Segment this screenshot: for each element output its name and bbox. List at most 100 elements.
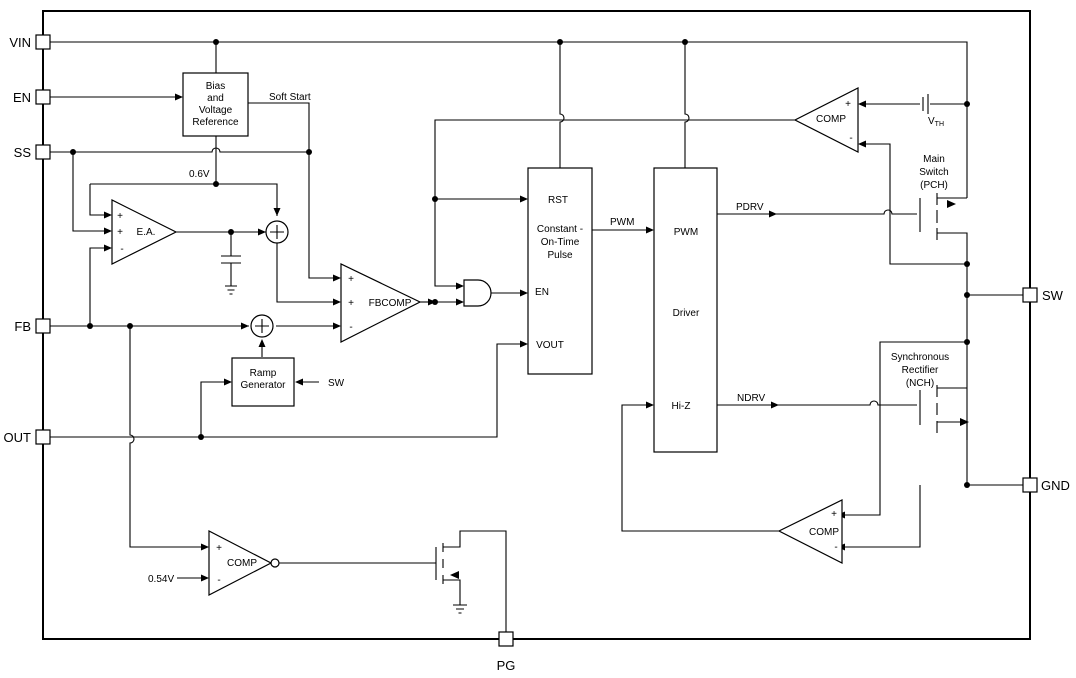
ndrv-label: NDRV bbox=[737, 393, 765, 404]
pin-en-label: EN bbox=[13, 90, 31, 105]
junctions bbox=[70, 39, 970, 488]
fbcomp-plus-2: + bbox=[348, 298, 354, 309]
pin-fb-label: FB bbox=[14, 319, 31, 334]
cot-label-2: On-Time bbox=[541, 237, 580, 248]
vref-bus bbox=[90, 183, 278, 216]
pin-gnd-label: GND bbox=[1041, 478, 1070, 493]
vref-to-ea-plus bbox=[89, 184, 104, 216]
cot-label-1: Constant - bbox=[537, 224, 583, 235]
sync-rect-label-1: Synchronous bbox=[891, 352, 949, 363]
pg-fet-source bbox=[443, 579, 461, 605]
summer1-to-fbcomp bbox=[276, 243, 333, 303]
fbcomp-comparator: + + - FBCOMP bbox=[340, 263, 422, 343]
pin-fb: FB bbox=[14, 318, 51, 334]
soft-start-wire bbox=[248, 102, 333, 279]
vin-rail bbox=[50, 41, 968, 198]
and-gate bbox=[463, 279, 492, 307]
pmos-drain-sw-node bbox=[937, 232, 968, 440]
fb-to-pg-comp bbox=[129, 326, 201, 548]
summing-node-1-plus-icon bbox=[270, 225, 284, 239]
out-to-ramp bbox=[200, 381, 224, 437]
pin-out: OUT bbox=[4, 429, 51, 445]
pg-comp-minus: - bbox=[217, 575, 220, 586]
comp-top-plus: + bbox=[845, 99, 851, 110]
pin-vin: VIN bbox=[9, 34, 51, 50]
ea-cap-gnd bbox=[225, 285, 237, 295]
pin-vin-label: VIN bbox=[9, 35, 31, 50]
out-wire bbox=[50, 343, 520, 438]
cot-rst-label: RST bbox=[548, 195, 568, 206]
pg-comp-label: COMP bbox=[227, 558, 257, 569]
pdrv-label: PDRV bbox=[736, 202, 764, 213]
gnd-to-comp-bottom-minus bbox=[845, 485, 921, 548]
ea-label: E.A. bbox=[137, 227, 156, 238]
pin-pg-label: PG bbox=[497, 658, 516, 673]
ss-to-ea bbox=[72, 152, 104, 232]
vin-to-cot bbox=[559, 42, 565, 168]
ea-minus: - bbox=[120, 244, 123, 255]
pin-sw: SW bbox=[1022, 287, 1064, 303]
signal-labels: Soft Start 0.6V SW PWM PDRV NDRV VTH Mai… bbox=[148, 92, 949, 585]
pin-en: EN bbox=[13, 89, 51, 105]
vth-source bbox=[922, 94, 929, 114]
bias-label-1: Bias bbox=[206, 81, 225, 92]
ea-plus-2: + bbox=[117, 227, 123, 238]
ramp-label-1: Ramp bbox=[250, 368, 277, 379]
cot-en-label: EN bbox=[535, 287, 549, 298]
soft-start-label: Soft Start bbox=[269, 92, 311, 103]
summing-node-2 bbox=[250, 314, 274, 338]
sw-to-comp-top-minus bbox=[866, 143, 967, 265]
fbcomp-label: FBCOMP bbox=[369, 298, 412, 309]
pin-pg: PG bbox=[497, 631, 516, 673]
comp-top-minus: - bbox=[849, 133, 852, 144]
bias-label-2: and bbox=[207, 93, 224, 104]
comp-bottom-to-hiz bbox=[621, 404, 779, 532]
pwm-signal-label: PWM bbox=[610, 217, 634, 228]
pdrv-wire bbox=[717, 209, 917, 215]
summing-node-1 bbox=[265, 220, 289, 244]
pg-comparator: + - COMP bbox=[208, 530, 280, 596]
ramp-sw-label: SW bbox=[328, 378, 345, 389]
driver-hiz-label: Hi-Z bbox=[672, 401, 691, 412]
driver-label: Driver bbox=[673, 308, 700, 319]
comp-top-comparator: + - COMP bbox=[793, 87, 859, 153]
ea-plus-1: + bbox=[117, 211, 123, 222]
cot-label-3: Pulse bbox=[547, 250, 572, 261]
cot-vout-label: VOUT bbox=[536, 340, 564, 351]
pin-gnd: GND bbox=[1022, 477, 1070, 493]
fbcomp-plus-1: + bbox=[348, 274, 354, 285]
vref-label: 0.6V bbox=[189, 169, 210, 180]
vth-label: VTH bbox=[928, 116, 944, 128]
ramp-label-2: Generator bbox=[240, 380, 286, 391]
pin-sw-label: SW bbox=[1042, 288, 1064, 303]
main-switch-label-1: Main bbox=[923, 154, 945, 165]
sync-rect-label-2: Rectifier bbox=[902, 365, 939, 376]
comp-bottom-label: COMP bbox=[809, 527, 839, 538]
error-amplifier: + + - E.A. bbox=[111, 199, 178, 265]
gate-driver-block: PWM Driver Hi-Z bbox=[653, 167, 718, 453]
pg-gnd bbox=[453, 604, 467, 614]
ea-compensation-capacitor bbox=[221, 255, 241, 264]
fbcomp-minus: - bbox=[349, 322, 352, 333]
pg-comp-inverter-bubble bbox=[270, 558, 280, 568]
sw-to-comp-bottom-plus bbox=[845, 341, 967, 516]
arrowheads bbox=[104, 93, 969, 582]
pg-ref-label: 0.54V bbox=[148, 574, 174, 585]
pin-out-label: OUT bbox=[4, 430, 32, 445]
bias-label-3: Voltage bbox=[199, 105, 233, 116]
summing-node-2-plus-icon bbox=[255, 319, 269, 333]
wiring bbox=[50, 41, 1023, 632]
comp-top-label: COMP bbox=[816, 114, 846, 125]
pg-comp-plus: + bbox=[216, 543, 222, 554]
main-switch-label-3: (PCH) bbox=[920, 180, 948, 191]
comp-bottom-minus: - bbox=[834, 542, 837, 553]
comp-bottom-plus: + bbox=[831, 509, 837, 520]
fb-to-ea-minus bbox=[89, 247, 104, 326]
pin-ss: SS bbox=[14, 144, 51, 160]
driver-pwm-label: PWM bbox=[674, 227, 698, 238]
constant-on-time-block: RST Constant - On-Time Pulse EN VOUT bbox=[527, 167, 593, 375]
ramp-generator-block: Ramp Generator bbox=[231, 357, 295, 407]
ss-rail bbox=[50, 147, 309, 153]
pg-fet-drain bbox=[443, 530, 507, 632]
